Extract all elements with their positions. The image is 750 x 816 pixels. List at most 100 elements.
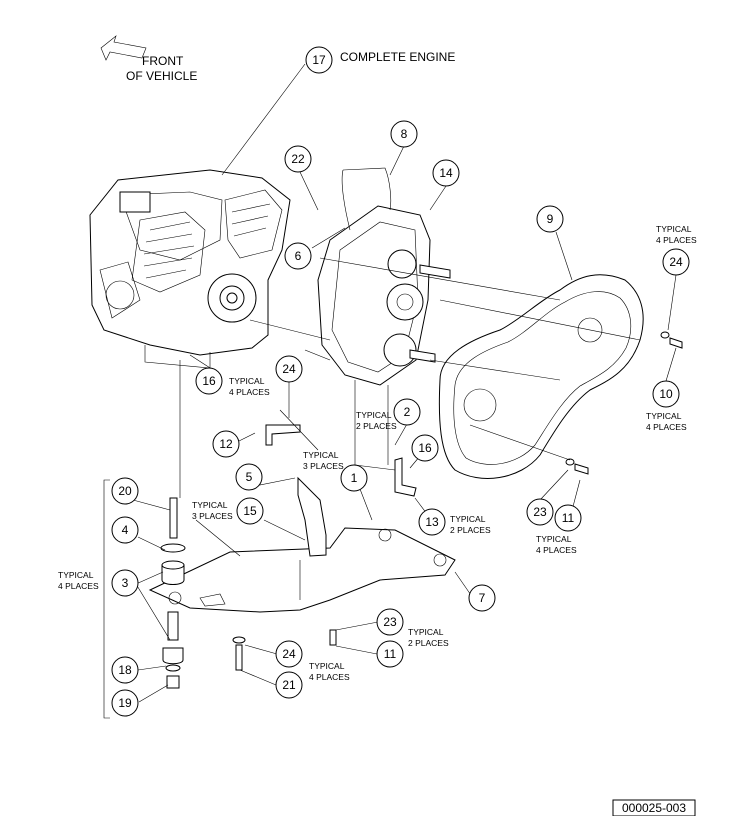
svg-text:16: 16 bbox=[418, 441, 432, 455]
svg-text:8: 8 bbox=[401, 127, 408, 141]
svg-text:11: 11 bbox=[562, 511, 575, 525]
callout-16-b: 16 bbox=[411, 434, 439, 462]
note-11: TYPICAL 4 PLACES bbox=[536, 534, 577, 555]
svg-text:3 PLACES: 3 PLACES bbox=[192, 511, 233, 521]
svg-text:TYPICAL: TYPICAL bbox=[229, 376, 265, 386]
svg-text:TYPICAL: TYPICAL bbox=[58, 570, 94, 580]
engine-assembly bbox=[89, 169, 291, 369]
svg-text:24: 24 bbox=[282, 647, 296, 661]
svg-text:TYPICAL: TYPICAL bbox=[646, 411, 682, 421]
svg-text:3: 3 bbox=[122, 576, 129, 590]
callout-8: 8 bbox=[390, 120, 418, 148]
callout-24-a: 24 bbox=[662, 248, 690, 276]
callout-18: 18 bbox=[111, 656, 139, 684]
callout-5: 5 bbox=[235, 463, 263, 491]
skid-plate bbox=[148, 527, 456, 613]
svg-text:4 PLACES: 4 PLACES bbox=[58, 581, 99, 591]
svg-text:6: 6 bbox=[295, 249, 302, 263]
callout-13: 13 bbox=[418, 508, 446, 536]
callout-3: 3 bbox=[111, 569, 139, 597]
svg-text:16: 16 bbox=[202, 374, 216, 388]
svg-text:TYPICAL: TYPICAL bbox=[536, 534, 572, 544]
svg-text:13: 13 bbox=[425, 515, 439, 529]
note-16: TYPICAL 4 PLACES bbox=[229, 376, 270, 397]
callout-17: 17 bbox=[305, 46, 333, 74]
svg-text:2 PLACES: 2 PLACES bbox=[356, 421, 397, 431]
group-bracket bbox=[103, 479, 110, 719]
svg-text:18: 18 bbox=[118, 663, 132, 677]
svg-text:24: 24 bbox=[669, 255, 683, 269]
svg-text:10: 10 bbox=[659, 387, 673, 401]
callout-15: 15 bbox=[236, 497, 264, 525]
mount-stack bbox=[160, 497, 246, 689]
svg-text:12: 12 bbox=[219, 437, 233, 451]
note-13: TYPICAL 2 PLACES bbox=[450, 514, 491, 535]
svg-text:TYPICAL: TYPICAL bbox=[656, 224, 692, 234]
svg-text:TYPICAL: TYPICAL bbox=[356, 410, 392, 420]
belt-housing bbox=[438, 274, 644, 479]
complete-engine-label: COMPLETE ENGINE bbox=[340, 50, 455, 64]
svg-text:5: 5 bbox=[246, 470, 253, 484]
front-label-line2: OF VEHICLE bbox=[126, 69, 197, 83]
callout-22: 22 bbox=[284, 145, 312, 173]
svg-text:4 PLACES: 4 PLACES bbox=[229, 387, 270, 397]
callout-11-b: 11 bbox=[376, 640, 404, 668]
svg-text:4 PLACES: 4 PLACES bbox=[309, 672, 350, 682]
svg-text:TYPICAL: TYPICAL bbox=[408, 627, 444, 637]
svg-text:3 PLACES: 3 PLACES bbox=[303, 461, 344, 471]
note-24-bottom: TYPICAL 4 PLACES bbox=[309, 661, 350, 682]
drawing-number-box: 000025-003 bbox=[612, 799, 696, 816]
callout-7: 7 bbox=[468, 584, 496, 612]
svg-text:4: 4 bbox=[122, 523, 129, 537]
svg-text:20: 20 bbox=[118, 484, 132, 498]
svg-text:9: 9 bbox=[547, 212, 554, 226]
callout-16-a: 16 bbox=[195, 367, 223, 395]
bracket-5 bbox=[297, 476, 327, 557]
svg-text:2: 2 bbox=[404, 405, 411, 419]
note-3-mounts: TYPICAL 4 PLACES bbox=[58, 570, 99, 591]
callout-20: 20 bbox=[111, 477, 139, 505]
svg-text:11: 11 bbox=[384, 647, 397, 661]
front-arrow-icon bbox=[100, 35, 147, 61]
svg-text:TYPICAL: TYPICAL bbox=[303, 450, 339, 460]
callout-6: 6 bbox=[284, 242, 312, 270]
callout-10: 10 bbox=[652, 380, 680, 408]
callout-2: 2 bbox=[393, 398, 421, 426]
callout-12: 12 bbox=[212, 430, 240, 458]
callout-1: 1 bbox=[340, 464, 368, 492]
bracket-12 bbox=[265, 424, 301, 446]
svg-text:14: 14 bbox=[439, 166, 453, 180]
callout-11-a: 11 bbox=[554, 504, 582, 532]
svg-text:21: 21 bbox=[282, 678, 296, 692]
hardware-right bbox=[329, 331, 683, 646]
callout-9: 9 bbox=[536, 205, 564, 233]
callout-24-b: 24 bbox=[275, 355, 303, 383]
callout-14: 14 bbox=[432, 159, 460, 187]
svg-text:4 PLACES: 4 PLACES bbox=[536, 545, 577, 555]
svg-text:15: 15 bbox=[243, 504, 257, 518]
callout-21: 21 bbox=[275, 671, 303, 699]
svg-text:22: 22 bbox=[291, 152, 305, 166]
svg-text:24: 24 bbox=[282, 362, 296, 376]
svg-text:23: 23 bbox=[383, 615, 397, 629]
svg-text:19: 19 bbox=[118, 696, 132, 710]
note-15: TYPICAL 3 PLACES bbox=[192, 500, 233, 521]
svg-text:2 PLACES: 2 PLACES bbox=[450, 525, 491, 535]
callout-4: 4 bbox=[111, 516, 139, 544]
svg-text:17: 17 bbox=[312, 53, 326, 67]
note-3-places-bracket: TYPICAL 3 PLACES bbox=[303, 450, 344, 471]
note-10: TYPICAL 4 PLACES bbox=[646, 411, 687, 432]
svg-text:4 PLACES: 4 PLACES bbox=[656, 235, 697, 245]
svg-text:TYPICAL: TYPICAL bbox=[309, 661, 345, 671]
callout-24-c: 24 bbox=[275, 640, 303, 668]
note-23: TYPICAL 2 PLACES bbox=[408, 627, 449, 648]
svg-text:2 PLACES: 2 PLACES bbox=[408, 638, 449, 648]
svg-text:23: 23 bbox=[533, 505, 547, 519]
svg-text:TYPICAL: TYPICAL bbox=[192, 500, 228, 510]
svg-text:4 PLACES: 4 PLACES bbox=[646, 422, 687, 432]
transmission-assembly bbox=[317, 167, 451, 386]
bracket-13 bbox=[394, 457, 417, 497]
callout-23-a: 23 bbox=[526, 498, 554, 526]
note-2: TYPICAL 2 PLACES bbox=[356, 410, 397, 431]
